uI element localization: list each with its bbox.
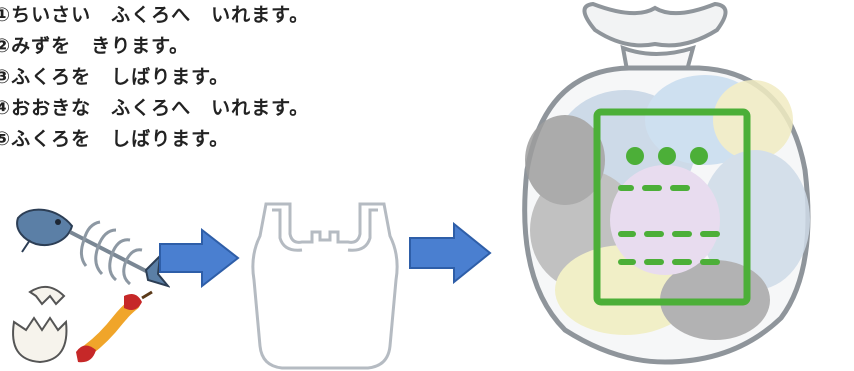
plastic-bag-icon bbox=[251, 202, 399, 370]
garbage-bag-icon bbox=[522, 1, 811, 365]
step-1: ①ちいさい ふくろへ いれます。 bbox=[0, 4, 310, 26]
fish-bone-icon bbox=[16, 208, 170, 288]
eggshell-icon bbox=[12, 285, 68, 364]
arrow-right-icon bbox=[159, 228, 240, 288]
garbage-icon bbox=[12, 208, 170, 364]
step-4: ④おおきな ふくろへ いれます。 bbox=[0, 97, 310, 119]
apple-core-icon bbox=[76, 290, 153, 363]
step-2: ②みずを きります。 bbox=[0, 35, 190, 57]
note-paper-icon bbox=[593, 108, 751, 306]
arrow-right-icon bbox=[409, 222, 492, 284]
step-3: ③ふくろを しばります。 bbox=[0, 66, 230, 88]
step-5: ⑤ふくろを しばります。 bbox=[0, 128, 230, 150]
instruction-list: ①ちいさい ふくろへ いれます。 ②みずを きります。 ③ふくろを しばります。… bbox=[0, 0, 309, 155]
